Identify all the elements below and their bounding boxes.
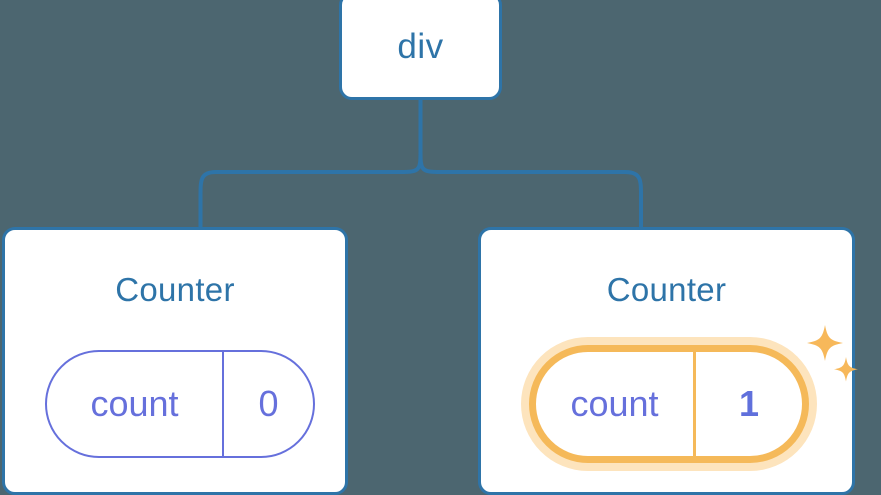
counter-right-title: Counter bbox=[606, 271, 727, 308]
state-pill-highlighted: count 1 bbox=[529, 345, 809, 463]
node-counter-right[interactable]: Counter count 1 bbox=[478, 227, 858, 495]
connector-branch-left bbox=[198, 149, 423, 228]
state-pill-count-left[interactable]: count 0 bbox=[45, 350, 315, 458]
state-pill-count-right[interactable]: count 1 bbox=[521, 337, 817, 471]
node-div[interactable]: div bbox=[339, 0, 502, 100]
sparkle-small-icon bbox=[834, 357, 858, 382]
state-pill-value: 1 bbox=[738, 383, 760, 424]
node-div-label: div bbox=[397, 26, 444, 66]
state-pill-key: count bbox=[536, 352, 696, 456]
connector-branch-right bbox=[418, 149, 643, 228]
state-pill-key: count bbox=[47, 352, 224, 456]
node-counter-left[interactable]: Counter count 0 bbox=[2, 227, 348, 495]
counter-left-title: Counter bbox=[115, 271, 235, 308]
state-pill-value: 0 bbox=[258, 383, 279, 424]
